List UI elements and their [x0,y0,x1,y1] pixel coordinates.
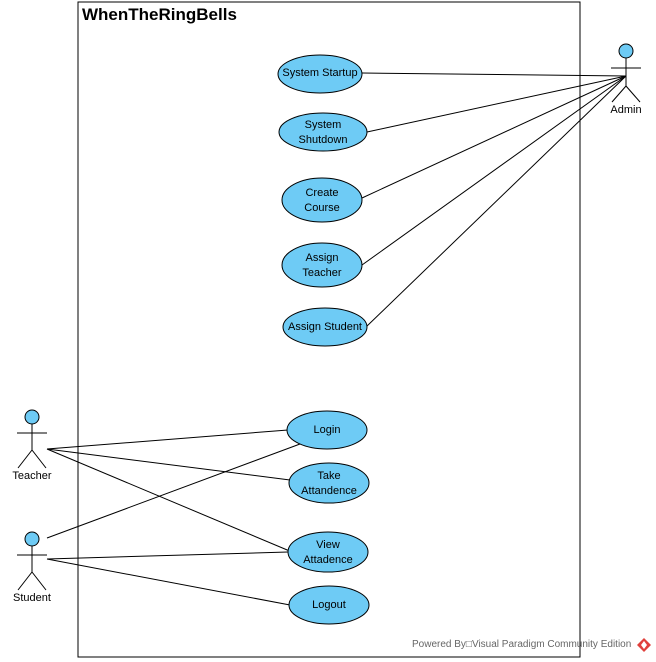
system-title: WhenTheRingBells [82,5,237,24]
use-case-assign-teacher [281,242,363,288]
assoc-student-view-attendance [46,551,289,560]
assoc-teacher-take-attendance [46,448,291,481]
actor-label-student: Student [13,592,51,604]
use-case-create-course [281,177,363,223]
use-case-label-system-shutdown: System Shutdown [298,119,348,146]
use-case-take-attendance [288,462,370,504]
teacher-head [24,409,40,425]
actor-label-teacher: Teacher [12,470,52,482]
use-case-label-take-attendance: Take Attandence [301,470,357,497]
use-case-view-attendance [287,531,369,573]
use-case-label-assign-student: Assign Student [288,321,362,333]
assoc-student-logout [46,558,291,606]
use-case-label-view-attendance: View Attadence [303,539,353,566]
assoc-admin-create-course [361,75,627,199]
use-case-label-system-startup: System Startup [282,67,358,79]
student-head [24,531,40,547]
actor-student-figure [17,531,47,591]
use-case-label-create-course: Create Course [304,187,340,214]
use-case-login [286,410,368,450]
assoc-admin-assign-teacher [361,75,627,266]
use-case-logout [288,585,370,625]
actor-teacher-figure [17,409,47,469]
assoc-admin-assign-student [365,75,627,328]
actor-label-admin: Admin [610,104,642,116]
admin-head [618,43,634,59]
use-case-assign-student [282,307,368,347]
assoc-teacher-view-attendance [46,448,293,553]
actor-admin-figure [611,43,641,103]
use-case-label-logout: Logout [312,599,346,611]
use-case-system-shutdown [278,112,368,152]
assoc-admin-system-startup [361,72,627,77]
use-case-label-login: Login [313,424,341,436]
assoc-admin-system-shutdown [366,75,627,133]
associations [46,72,627,606]
assoc-teacher-login [46,429,289,450]
assoc-student-login [46,443,301,539]
use-case-label-assign-teacher: Assign Teacher [302,252,342,279]
use-case-system-startup [277,54,363,94]
use-cases [277,54,370,625]
visual-paradigm-logo-icon [637,638,651,652]
footer-powered-by: Powered By□Visual Paradigm Community Edi… [412,639,632,650]
